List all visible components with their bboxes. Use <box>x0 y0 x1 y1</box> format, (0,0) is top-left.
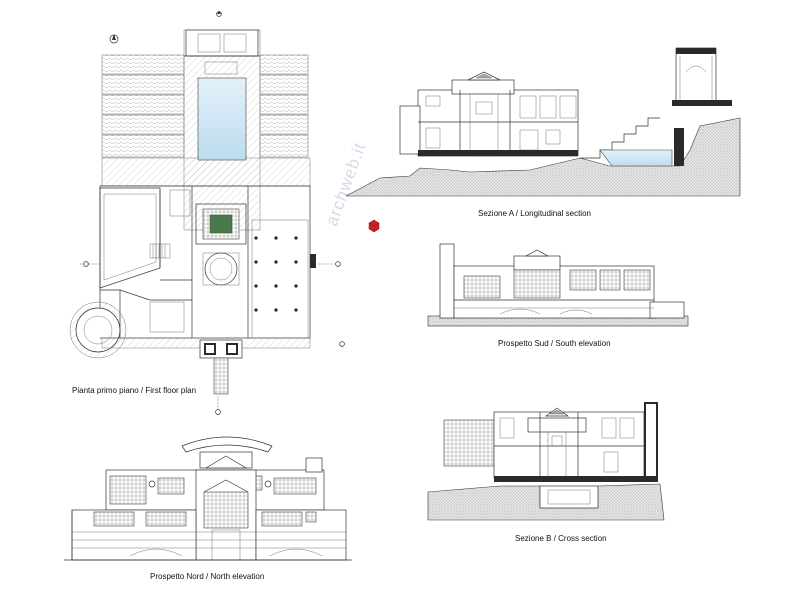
caption-section-b: Sezione B / Cross section <box>515 534 607 543</box>
staircase <box>149 243 171 259</box>
caption-section-a: Sezione A / Longitudinal section <box>478 209 591 218</box>
colonnade <box>251 219 309 339</box>
first-floor-plan <box>69 11 345 415</box>
circular-bay <box>69 301 127 359</box>
section-b-cross <box>427 402 665 521</box>
section-marker-bottom <box>215 396 221 415</box>
north-arrow-icon <box>109 34 119 44</box>
red-cube-icon <box>368 219 380 233</box>
north-elevation <box>64 436 352 561</box>
caption-north-elevation: Prospetto Nord / North elevation <box>150 572 265 581</box>
section-marker-left <box>80 261 100 267</box>
section-marker-top <box>216 11 222 17</box>
south-elevation <box>427 243 689 327</box>
section-marker-right-lower <box>339 341 345 347</box>
caption-first-floor-plan: Pianta primo piano / First floor plan <box>72 386 197 395</box>
caption-south-elevation: Prospetto Sud / South elevation <box>498 339 611 348</box>
section-marker-right <box>318 261 341 267</box>
section-a-longitudinal <box>345 47 741 197</box>
